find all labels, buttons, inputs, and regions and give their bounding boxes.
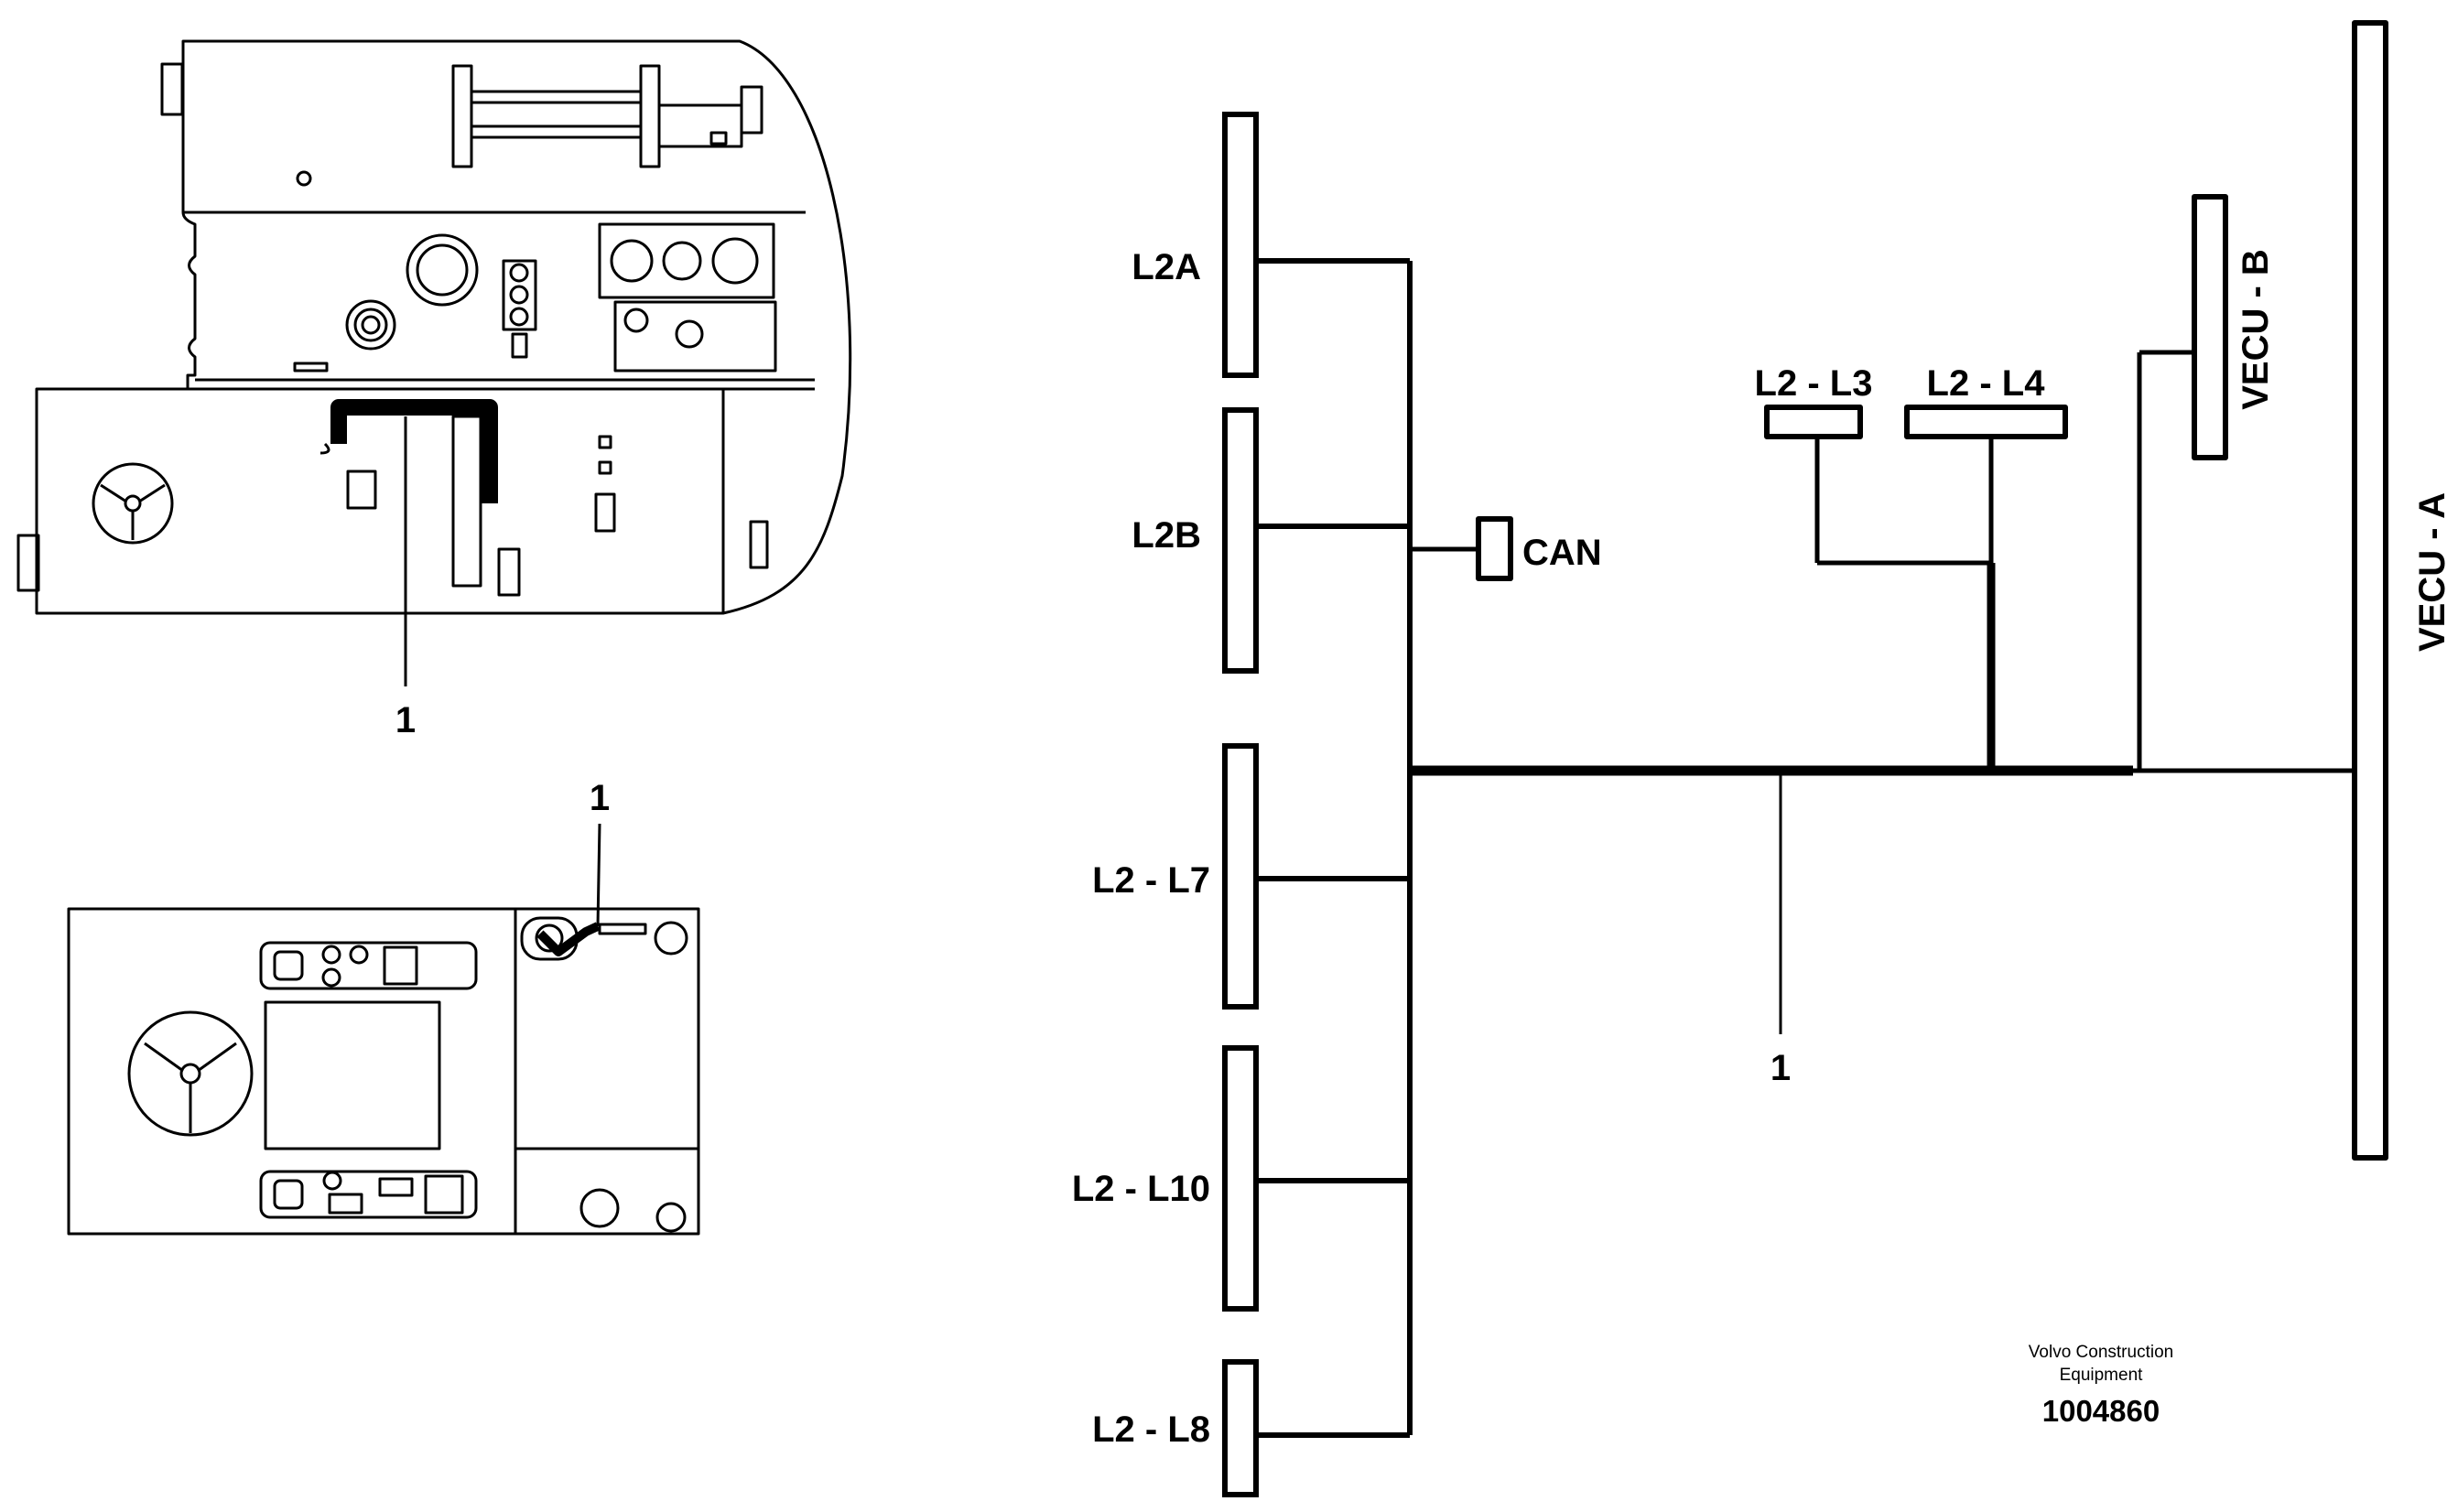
label-l2-l8: L2 - L8 bbox=[1092, 1409, 1210, 1450]
label-l2a: L2A bbox=[1132, 247, 1201, 287]
label-can: CAN bbox=[1522, 533, 1602, 573]
label-l2-l10: L2 - L10 bbox=[1072, 1169, 1210, 1209]
module-l2-l3 bbox=[1764, 405, 1863, 439]
schematic bbox=[1223, 20, 2388, 1496]
footer-company-line1: Volvo Construction bbox=[2029, 1343, 2173, 1362]
label-vecu-b: VECU - B bbox=[2236, 249, 2276, 410]
module-l2a bbox=[1223, 113, 1258, 377]
machine-top-view bbox=[16, 39, 852, 615]
label-l2-l3: L2 - L3 bbox=[1755, 363, 1873, 404]
leader-line-panel-view bbox=[596, 823, 601, 927]
connector-can bbox=[1476, 516, 1513, 581]
module-vecu-a bbox=[2352, 20, 2388, 1161]
module-l2-l8 bbox=[1223, 1360, 1258, 1496]
label-vecu-a: VECU - A bbox=[2412, 492, 2453, 652]
module-l2-l4 bbox=[1904, 405, 2068, 439]
label-l2b: L2B bbox=[1132, 515, 1201, 556]
footer-company-line2: Equipment bbox=[2060, 1366, 2144, 1385]
module-l2-l7 bbox=[1223, 744, 1258, 1009]
harness-top-view bbox=[330, 399, 498, 503]
harness-panel-view bbox=[536, 922, 601, 956]
module-l2b bbox=[1223, 408, 1258, 673]
callout-top-view: 1 bbox=[395, 700, 416, 740]
label-l2-l4: L2 - L4 bbox=[1927, 363, 2046, 404]
module-vecu-b bbox=[2192, 194, 2228, 460]
callout-panel-view: 1 bbox=[590, 778, 610, 818]
callout-schematic: 1 bbox=[1770, 1048, 1791, 1088]
operator-panel-view bbox=[67, 907, 700, 1236]
footer-drawing-number: 1004860 bbox=[2042, 1394, 2160, 1428]
module-l2-l10 bbox=[1223, 1046, 1258, 1311]
label-l2-l7: L2 - L7 bbox=[1092, 860, 1210, 901]
